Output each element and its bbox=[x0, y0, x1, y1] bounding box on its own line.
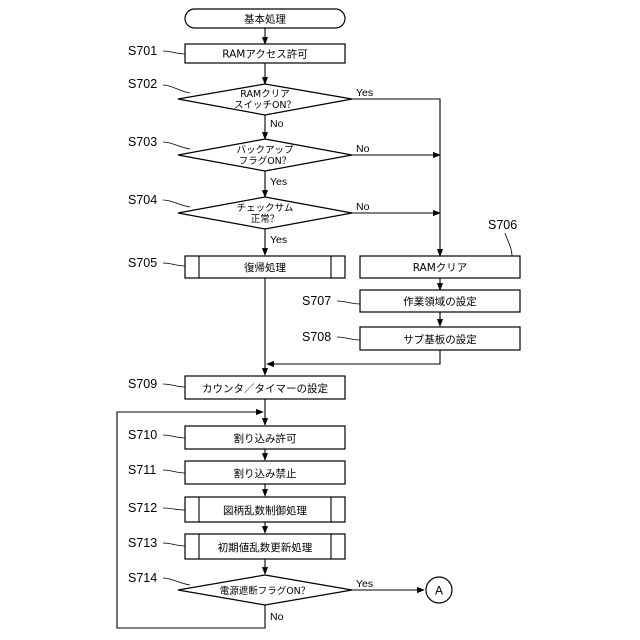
step-s708-id: S708 bbox=[302, 330, 331, 344]
step-s710-text: 割り込み許可 bbox=[234, 432, 297, 445]
decision-s714-text: 電源遮断フラグON？ bbox=[220, 585, 311, 597]
step-s714-id: S714 bbox=[128, 571, 157, 585]
decision-s702-line2: スイッチON？ bbox=[234, 100, 296, 111]
start-terminal: 基本処理 bbox=[185, 9, 345, 28]
step-s705: 復帰処理 S705 bbox=[128, 256, 345, 278]
decision-s703: バックアップ フラグON？ S703 bbox=[128, 135, 352, 171]
step-s701: RAMアクセス許可 S701 bbox=[128, 44, 345, 63]
step-s707-id: S707 bbox=[302, 294, 331, 308]
start-label: 基本処理 bbox=[244, 13, 286, 26]
step-s712-id: S712 bbox=[128, 501, 157, 515]
step-s705-text: 復帰処理 bbox=[244, 261, 286, 274]
step-s705-id: S705 bbox=[128, 256, 157, 270]
step-s706-text: RAMクリア bbox=[413, 262, 468, 274]
s714-no-label: No bbox=[270, 611, 284, 623]
step-s711-id: S711 bbox=[128, 463, 156, 477]
step-s713-text: 初期値乱数更新処理 bbox=[218, 541, 313, 554]
step-s702-id: S702 bbox=[128, 77, 157, 91]
step-s701-id: S701 bbox=[128, 44, 157, 58]
s704-yes-label: Yes bbox=[270, 234, 287, 246]
step-s709-text: カウンタ／タイマーの設定 bbox=[202, 382, 328, 395]
step-s704-id: S704 bbox=[128, 193, 157, 207]
decision-s714: 電源遮断フラグON？ S714 bbox=[128, 571, 352, 605]
step-s713: 初期値乱数更新処理 S713 bbox=[128, 534, 345, 559]
decision-s704-line1: チェックサム bbox=[237, 203, 294, 214]
step-s709: カウンタ／タイマーの設定 S709 bbox=[128, 376, 345, 399]
decision-s704-line2: 正常？ bbox=[251, 213, 280, 225]
decision-s703-line2: フラグON？ bbox=[239, 155, 292, 167]
s703-no-label: No bbox=[356, 143, 370, 155]
step-s710-id: S710 bbox=[128, 428, 157, 442]
connector-a-label: A bbox=[435, 584, 443, 598]
step-s701-text: RAMアクセス許可 bbox=[222, 48, 308, 61]
step-s712-text: 図柄乱数制御処理 bbox=[223, 504, 307, 517]
decision-s704: チェックサム 正常？ S704 bbox=[128, 193, 352, 229]
s702-yes-label: Yes bbox=[356, 87, 373, 99]
step-s708: サブ基板の設定 S708 bbox=[302, 327, 520, 350]
connector-a: A bbox=[426, 577, 452, 603]
step-s708-text: サブ基板の設定 bbox=[403, 333, 477, 346]
decision-s702: RAMクリア スイッチON？ S702 bbox=[128, 77, 352, 115]
decision-s703-line1: バックアップ bbox=[236, 145, 294, 156]
step-s706-id: S706 bbox=[488, 218, 517, 232]
s702-no-label: No bbox=[270, 118, 284, 130]
step-s707-text: 作業領域の設定 bbox=[403, 295, 477, 308]
step-s709-id: S709 bbox=[128, 377, 157, 391]
decision-s702-line1: RAMクリア bbox=[240, 89, 289, 100]
step-s707: 作業領域の設定 S707 bbox=[302, 290, 520, 312]
s714-yes-label: Yes bbox=[356, 578, 373, 590]
step-s710: 割り込み許可 S710 bbox=[128, 426, 345, 449]
s703-yes-label: Yes bbox=[270, 176, 287, 188]
step-s712: 図柄乱数制御処理 S712 bbox=[128, 497, 345, 522]
step-s713-id: S713 bbox=[128, 536, 157, 550]
step-s703-id: S703 bbox=[128, 135, 157, 149]
s704-no-label: No bbox=[356, 201, 370, 213]
step-s711: 割り込み禁止 S711 bbox=[128, 461, 345, 484]
step-s711-text: 割り込み禁止 bbox=[234, 467, 297, 480]
